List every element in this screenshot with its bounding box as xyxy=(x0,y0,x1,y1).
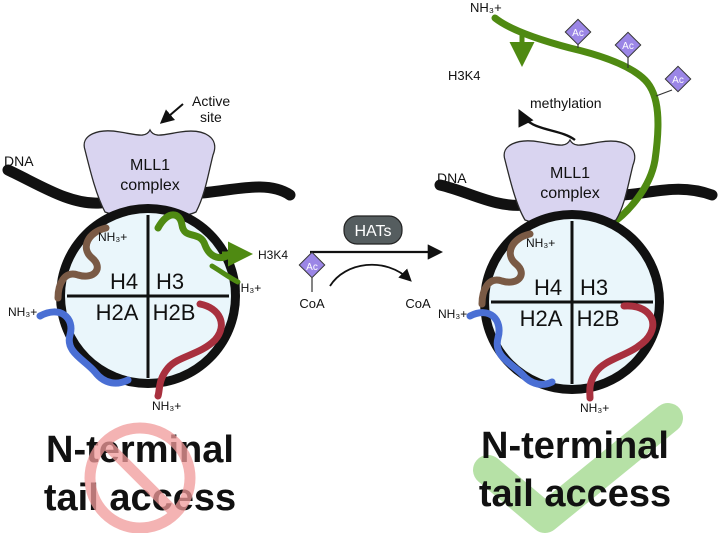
right-caption-line-2: tail access xyxy=(479,473,671,515)
check-mark-icon xyxy=(473,403,683,533)
substrate-coa-label: CoA xyxy=(299,296,325,311)
right-histone-h3: H3 xyxy=(580,275,608,300)
left-histone-h4: H4 xyxy=(110,269,138,294)
active-site-label-1: Active xyxy=(192,93,230,109)
right-h3k4-label: H3K4 xyxy=(448,68,481,83)
acetyl-tag-icon-1 xyxy=(564,18,592,46)
left-brown-tail-end: NH₃+ xyxy=(98,230,127,244)
right-blue-tail xyxy=(466,309,556,388)
acetyl-tag-label-3: Ac xyxy=(672,75,684,86)
left-complex-label-2: complex xyxy=(120,177,180,194)
right-complex-label-2: complex xyxy=(540,185,600,202)
hats-label: HATs xyxy=(354,223,391,240)
left-histone-h2b: H2B xyxy=(153,300,196,325)
right-histone-h2a: H2A xyxy=(520,306,563,331)
active-site-arrow xyxy=(159,103,184,124)
acetyl-coa-group: Ac CoA xyxy=(298,251,326,311)
left-green-tail xyxy=(154,211,236,262)
active-site-label-2: site xyxy=(200,109,222,125)
left-dna-label: DNA xyxy=(4,153,34,169)
reaction-side-arrow xyxy=(329,263,412,287)
acetyl-link-3 xyxy=(655,89,673,97)
right-caption-line-1: N-terminal xyxy=(481,425,669,467)
right-histone-h4: H4 xyxy=(534,275,562,300)
right-nucleosome-panel: DNA NH₃+ H3K4 Ac Ac Ac methylation MLL1 … xyxy=(434,0,718,533)
right-red-tail-end: NH₃+ xyxy=(580,401,609,415)
left-histone-h3: H3 xyxy=(156,269,184,294)
right-complex-label-1: MLL1 xyxy=(550,165,590,182)
methylation-arrow xyxy=(518,108,576,141)
acetyl-tag-label-2: Ac xyxy=(622,41,634,52)
acetyl-tag-label-1: Ac xyxy=(572,28,584,39)
left-green-tail-end: NH₃+ xyxy=(232,281,261,295)
acetyl-diamond-icon xyxy=(298,251,326,279)
left-mll1-complex xyxy=(83,128,216,219)
acetyl-tag-icon-3 xyxy=(664,65,692,93)
left-nucleosome-panel: DNA Active site MLL1 complex H4 H3 H2A H… xyxy=(2,93,296,533)
product-coa-label: CoA xyxy=(405,296,431,311)
right-green-tail-end: NH₃+ xyxy=(470,0,502,15)
right-histone-h2b: H2B xyxy=(577,306,620,331)
left-blue-tail-end: NH₃+ xyxy=(8,305,37,319)
left-red-tail-end: NH₃+ xyxy=(152,399,181,413)
right-dna-label: DNA xyxy=(437,170,467,186)
right-blue-tail-end: NH₃+ xyxy=(438,307,467,321)
left-brown-tail xyxy=(54,224,110,302)
left-red-tail xyxy=(154,300,225,400)
right-brown-tail xyxy=(478,230,534,308)
left-complex-label-1: MLL1 xyxy=(130,157,170,174)
right-red-tail xyxy=(586,302,657,402)
acetyl-label: Ac xyxy=(306,262,318,273)
right-green-tail xyxy=(491,14,662,229)
hats-enzyme-badge xyxy=(343,215,403,245)
prohibited-sign-icon xyxy=(84,422,196,533)
reaction-arrow-group: HATs Ac CoA CoA xyxy=(298,215,444,311)
left-caption-line-1: N-terminal xyxy=(46,429,234,471)
left-h3k4-label: H3K4 xyxy=(258,248,288,262)
methylation-label: methylation xyxy=(530,95,602,111)
left-blue-tail xyxy=(36,308,132,387)
acetyl-tag-icon-2 xyxy=(614,31,642,59)
left-histone-h2a: H2A xyxy=(96,300,139,325)
left-green-tail-branch xyxy=(209,263,241,285)
right-brown-tail-end: NH₃+ xyxy=(526,236,555,250)
